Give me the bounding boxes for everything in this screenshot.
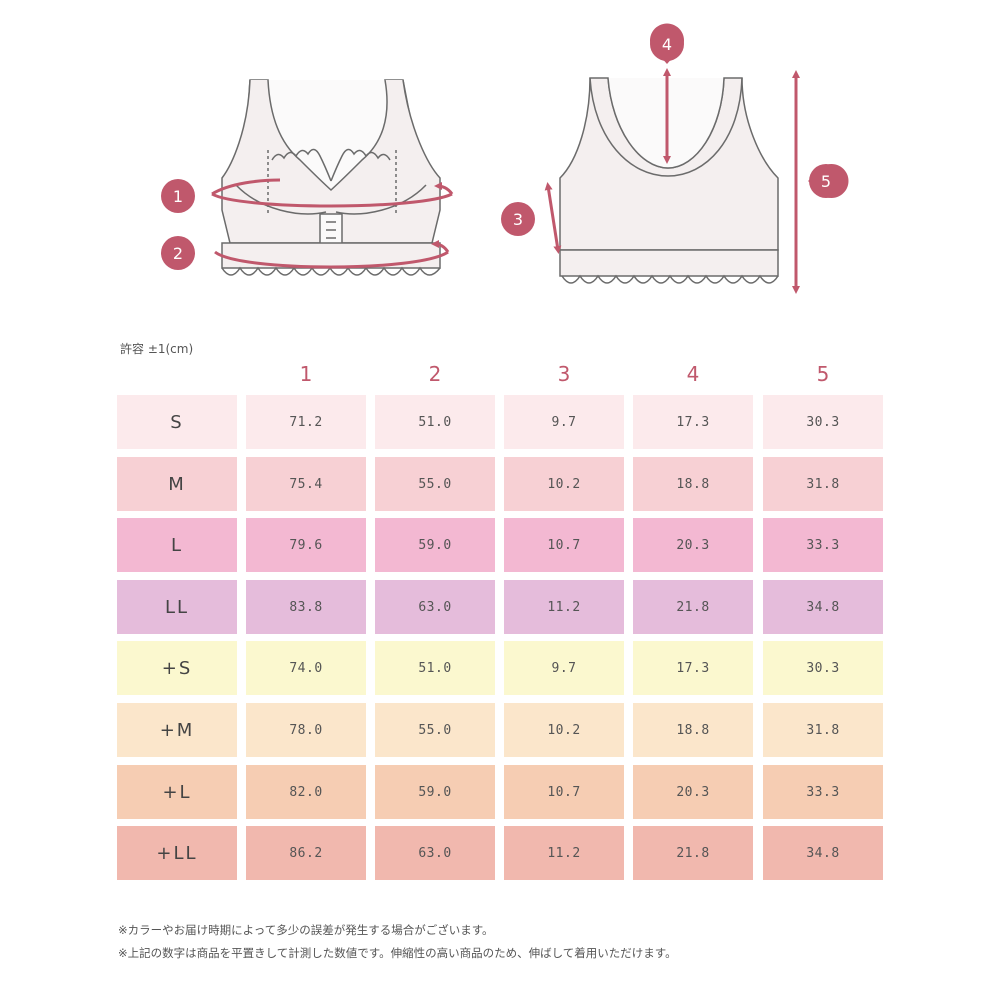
- measurement-cell: 63.0: [375, 580, 495, 634]
- measurement-cell: 17.3: [633, 395, 753, 449]
- measurement-cell: 75.4: [246, 457, 366, 511]
- measurement-cell: 83.8: [246, 580, 366, 634]
- measurement-cell: 9.7: [504, 641, 624, 695]
- svg-text:5: 5: [821, 172, 831, 191]
- measurement-cell: 10.2: [504, 457, 624, 511]
- marker-badge-5: 5: [808, 164, 849, 198]
- measurement-cell: 33.3: [763, 765, 883, 819]
- size-label-cell: L: [117, 518, 237, 572]
- measurement-cell: 20.3: [633, 518, 753, 572]
- measurement-cell: 10.7: [504, 518, 624, 572]
- column-header-4: 4: [686, 362, 700, 386]
- measurement-cell: 21.8: [633, 826, 753, 880]
- measurement-cell: 17.3: [633, 641, 753, 695]
- measurement-cell: 31.8: [763, 703, 883, 757]
- measurement-cell: 20.3: [633, 765, 753, 819]
- measurement-arrow-3: [544, 182, 562, 254]
- measurement-cell: 18.8: [633, 457, 753, 511]
- note-color-variance: ※カラーやお届け時期によって多少の誤差が発生する場合がございます。: [118, 923, 494, 937]
- measurement-cell: 10.7: [504, 765, 624, 819]
- measurement-cell: 18.8: [633, 703, 753, 757]
- measurement-cell: 82.0: [246, 765, 366, 819]
- measurement-cell: 63.0: [375, 826, 495, 880]
- measurement-cell: 86.2: [246, 826, 366, 880]
- svg-text:4: 4: [662, 35, 672, 54]
- measurement-cell: 55.0: [375, 703, 495, 757]
- measurement-cell: 34.8: [763, 580, 883, 634]
- marker-badge-1: 1: [161, 179, 195, 213]
- measurement-cell: 11.2: [504, 826, 624, 880]
- measurement-loop-2: [214, 240, 450, 269]
- size-label-cell: LL: [117, 580, 237, 634]
- size-label-cell: +LL: [117, 826, 237, 880]
- measurement-cell: 33.3: [763, 518, 883, 572]
- measurement-cell: 11.2: [504, 580, 624, 634]
- measurement-cell: 79.6: [246, 518, 366, 572]
- measurement-cell: 78.0: [246, 703, 366, 757]
- measurement-cell: 59.0: [375, 765, 495, 819]
- measurement-diagram: 1 2 3 4 5: [161, 23, 849, 294]
- column-header-5: 5: [816, 362, 830, 386]
- back-view-illustration: [559, 77, 779, 284]
- measurement-cell: 30.3: [763, 395, 883, 449]
- svg-text:3: 3: [513, 210, 523, 229]
- measurement-cell: 34.8: [763, 826, 883, 880]
- svg-text:2: 2: [173, 244, 183, 263]
- marker-badge-2: 2: [161, 236, 195, 270]
- svg-text:1: 1: [173, 187, 183, 206]
- measurement-cell: 51.0: [375, 641, 495, 695]
- size-label-cell: +L: [117, 765, 237, 819]
- size-label-cell: M: [117, 457, 237, 511]
- column-header-2: 2: [428, 362, 442, 386]
- measurement-cell: 59.0: [375, 518, 495, 572]
- front-view-illustration: [221, 79, 441, 276]
- measurement-cell: 55.0: [375, 457, 495, 511]
- marker-badge-4: 4: [650, 23, 685, 65]
- measurement-cell: 31.8: [763, 457, 883, 511]
- measurement-cell: 71.2: [246, 395, 366, 449]
- measurement-cell: 10.2: [504, 703, 624, 757]
- note-measurement-method: ※上記の数字は商品を平置きして計測した数値です。伸縮性の高い商品のため、伸ばして…: [118, 946, 677, 960]
- measurement-cell: 51.0: [375, 395, 495, 449]
- measurement-cell: 74.0: [246, 641, 366, 695]
- measurement-cell: 21.8: [633, 580, 753, 634]
- measurement-cell: 9.7: [504, 395, 624, 449]
- marker-badge-3: 3: [501, 202, 535, 236]
- size-label-cell: S: [117, 395, 237, 449]
- column-header-3: 3: [557, 362, 571, 386]
- column-header-1: 1: [299, 362, 313, 386]
- measurement-loop-1: [211, 178, 454, 208]
- tolerance-note: 許容 ±1(cm): [120, 342, 194, 356]
- measurement-cell: 30.3: [763, 641, 883, 695]
- size-label-cell: +M: [117, 703, 237, 757]
- size-label-cell: +S: [117, 641, 237, 695]
